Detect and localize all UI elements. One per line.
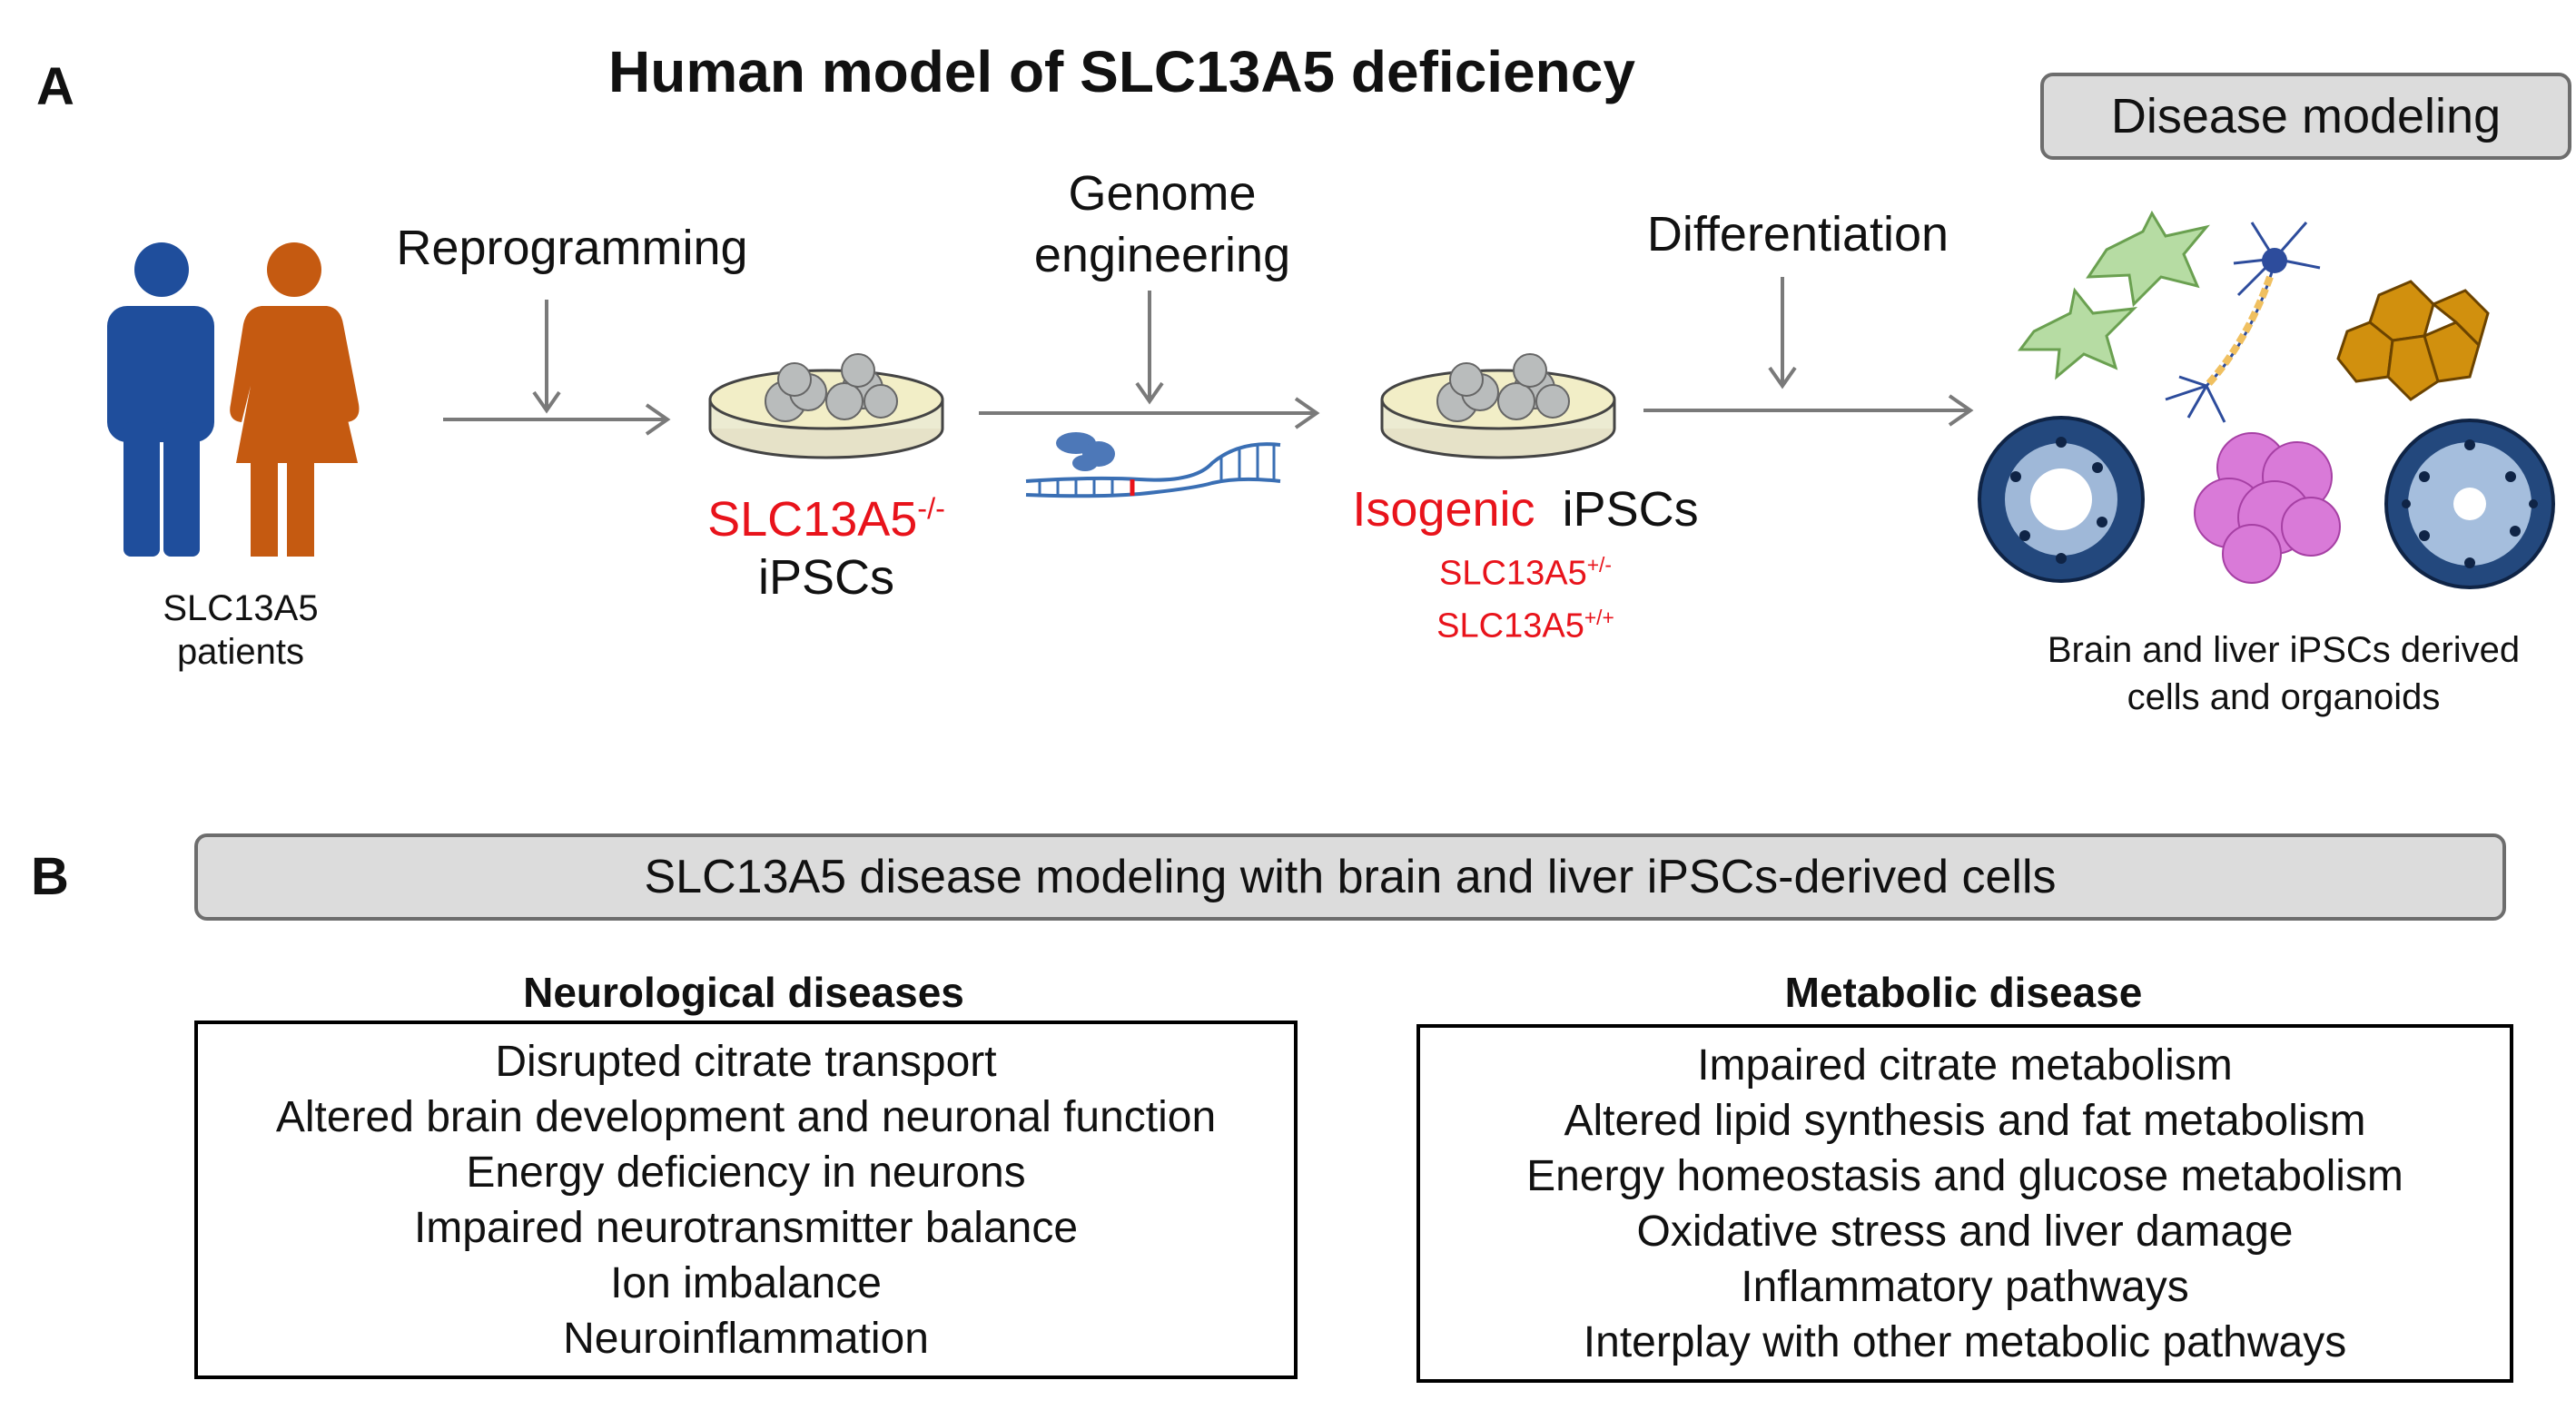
cells-organoids-illustration bbox=[1978, 210, 2555, 589]
petri-dish-patient-icon bbox=[708, 353, 944, 459]
isogenic-word: Isogenic bbox=[1352, 482, 1535, 537]
list-item: Neuroinflammation bbox=[563, 1314, 929, 1363]
hepatocyte-icon bbox=[2336, 280, 2490, 401]
metabolic-heading: Metabolic disease bbox=[1784, 969, 2143, 1016]
patient-ipsc-gene: SLC13A5 bbox=[707, 492, 918, 547]
step-differentiation-label: Differentiation bbox=[1646, 207, 1949, 261]
derived-cells-caption: Brain and liver iPSCs derived cells and … bbox=[2047, 630, 2521, 717]
step-reprogramming-label: Reprogramming bbox=[396, 221, 748, 275]
male-figure-icon bbox=[107, 242, 214, 557]
disease-modeling-box: Disease modeling bbox=[2040, 73, 2571, 160]
liver-organoid-icon bbox=[2194, 432, 2341, 584]
panel-b-label: B bbox=[31, 847, 69, 906]
list-item: Disrupted citrate transport bbox=[495, 1037, 997, 1086]
list-item: Impaired neurotransmitter balance bbox=[413, 1203, 1079, 1252]
list-item: Energy deficiency in neurons bbox=[466, 1148, 1026, 1197]
patients-icon bbox=[107, 242, 360, 557]
brain-organoid-large-icon bbox=[2384, 419, 2555, 589]
petri-dish-isogenic-icon bbox=[1380, 353, 1616, 459]
female-figure-icon bbox=[230, 242, 360, 557]
list-item: Ion imbalance bbox=[610, 1258, 882, 1307]
panel-a-label: A bbox=[36, 57, 74, 116]
astrocyte-icon bbox=[2018, 210, 2210, 380]
metabolic-list-box: Impaired citrate metabolism Altered lipi… bbox=[1416, 1024, 2513, 1383]
flow-arrows bbox=[443, 277, 1974, 436]
crispr-dna-icon bbox=[1025, 432, 1281, 498]
list-item: Interplay with other metabolic pathways bbox=[1583, 1317, 2347, 1366]
panel-b-banner: SLC13A5 disease modeling with brain and … bbox=[194, 833, 2506, 921]
patient-ipsc-label: SLC13A5-/- iPSCs bbox=[707, 492, 945, 605]
list-item: Impaired citrate metabolism bbox=[1697, 1040, 2233, 1090]
list-item: Altered brain development and neuronal f… bbox=[275, 1092, 1217, 1141]
step-genome-engineering-label: Genome engineering bbox=[1033, 166, 1291, 282]
neuro-heading: Neurological diseases bbox=[523, 969, 964, 1016]
isogenic-genotypes: SLC13A5+/- SLC13A5+/+ bbox=[1436, 553, 1614, 646]
neuro-list-box: Disrupted citrate transport Altered brai… bbox=[194, 1021, 1298, 1379]
patients-label: SLC13A5 patients bbox=[163, 588, 319, 672]
list-item: Inflammatory pathways bbox=[1741, 1262, 2189, 1311]
isogenic-ipsc-label: Isogenic iPSCs bbox=[1326, 479, 1725, 541]
list-item: Altered lipid synthesis and fat metaboli… bbox=[1564, 1096, 2366, 1145]
neuron-icon bbox=[2165, 222, 2321, 423]
isogenic-ipsc-word: iPSCs bbox=[1562, 482, 1699, 537]
figure-title: Human model of SLC13A5 deficiency bbox=[608, 39, 1635, 104]
list-item: Energy homeostasis and glucose metabolis… bbox=[1526, 1151, 2403, 1200]
brain-organoid-icon bbox=[1978, 416, 2145, 583]
list-item: Oxidative stress and liver damage bbox=[1636, 1207, 2294, 1256]
patient-ipsc-genotype: -/- bbox=[917, 492, 945, 525]
